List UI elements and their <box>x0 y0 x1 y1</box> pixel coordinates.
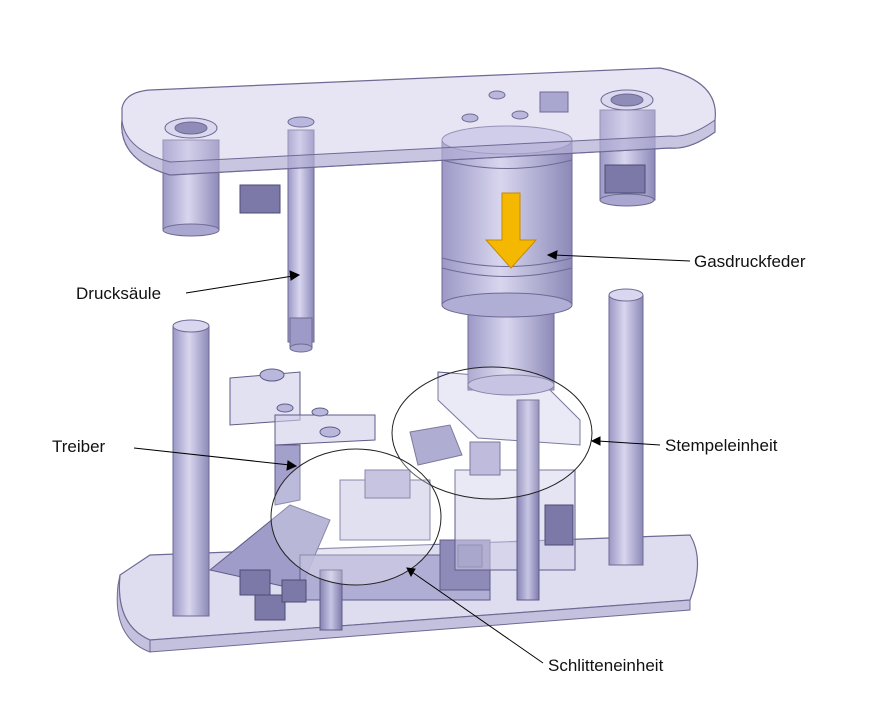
label-druckssaeule: Drucksäule <box>76 284 162 303</box>
guide-pillar-left <box>172 319 210 617</box>
label-gasdruckfeder: Gasdruckfeder <box>694 252 806 271</box>
label-treiber: Treiber <box>52 437 106 456</box>
leader-druckssaeule <box>185 275 294 294</box>
punch-unit-highlight <box>391 366 593 500</box>
label-stempeleinheit: Stempeleinheit <box>665 436 778 455</box>
down-arrow-icon <box>484 192 538 269</box>
gas-spring <box>441 125 573 396</box>
upper-guide-bushings <box>162 109 656 237</box>
leader-gasdruckfeder <box>553 254 691 262</box>
guide-pillar-right <box>608 288 644 566</box>
leader-treiber <box>133 447 291 466</box>
leader-stempeleinheit <box>597 440 661 446</box>
slide-unit-highlight <box>270 448 442 586</box>
leader-schlitteneinheit <box>411 571 544 664</box>
upper-plate <box>121 67 716 176</box>
driver-block <box>229 368 376 506</box>
leader-lines <box>133 250 691 664</box>
label-schlitteneinheit: Schlitteneinheit <box>548 656 664 675</box>
